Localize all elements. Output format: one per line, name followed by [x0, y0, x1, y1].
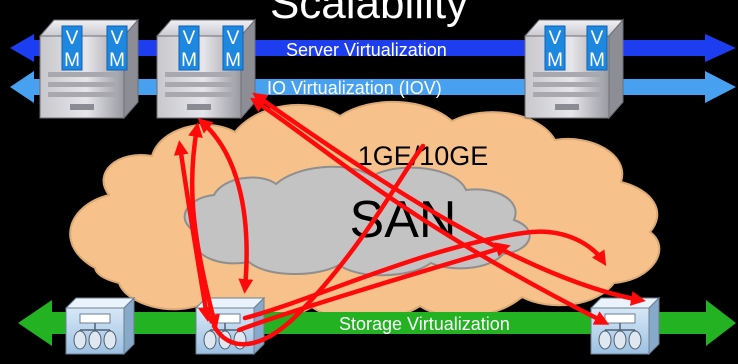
connection-arrow [236, 242, 511, 333]
storage-virtualization-label: Storage Virtualization [339, 314, 510, 334]
server-tower-icon [524, 19, 624, 119]
vm-label-bottom: M [547, 50, 563, 71]
connection-arrows [173, 92, 646, 347]
vm-label-top: V [591, 28, 604, 49]
vm-label-top: V [183, 28, 196, 49]
connection-arrow [197, 118, 254, 294]
vm-label-bottom: M [64, 50, 80, 71]
vm-label-top: V [549, 28, 562, 49]
vm-box: V M [586, 25, 608, 71]
inner-cloud-label: SAN [350, 191, 457, 249]
storage-array-icon [65, 297, 135, 355]
vm-box: V M [106, 25, 128, 71]
connection-arrow [242, 229, 607, 321]
vm-box: V M [178, 25, 200, 71]
vm-label-top: V [227, 28, 240, 49]
vm-box: V M [222, 25, 244, 71]
diagram-title: Scalability [270, 0, 468, 28]
vm-label-bottom: M [225, 50, 241, 71]
vm-box: V M [544, 25, 566, 71]
vm-label-bottom: M [109, 50, 125, 71]
connection-arrow [252, 92, 646, 306]
server-virtualization-label: Server Virtualization [286, 40, 447, 60]
connection-arrow [211, 143, 426, 347]
vm-box: V M [61, 25, 83, 71]
storage-array-icon [590, 297, 660, 355]
vm-label-top: V [111, 28, 124, 49]
io-virtualization-label: IO Virtualization (IOV) [267, 78, 442, 98]
vm-label-top: V [66, 28, 79, 49]
vm-label-bottom: M [181, 50, 197, 71]
vm-label-bottom: M [589, 50, 605, 71]
